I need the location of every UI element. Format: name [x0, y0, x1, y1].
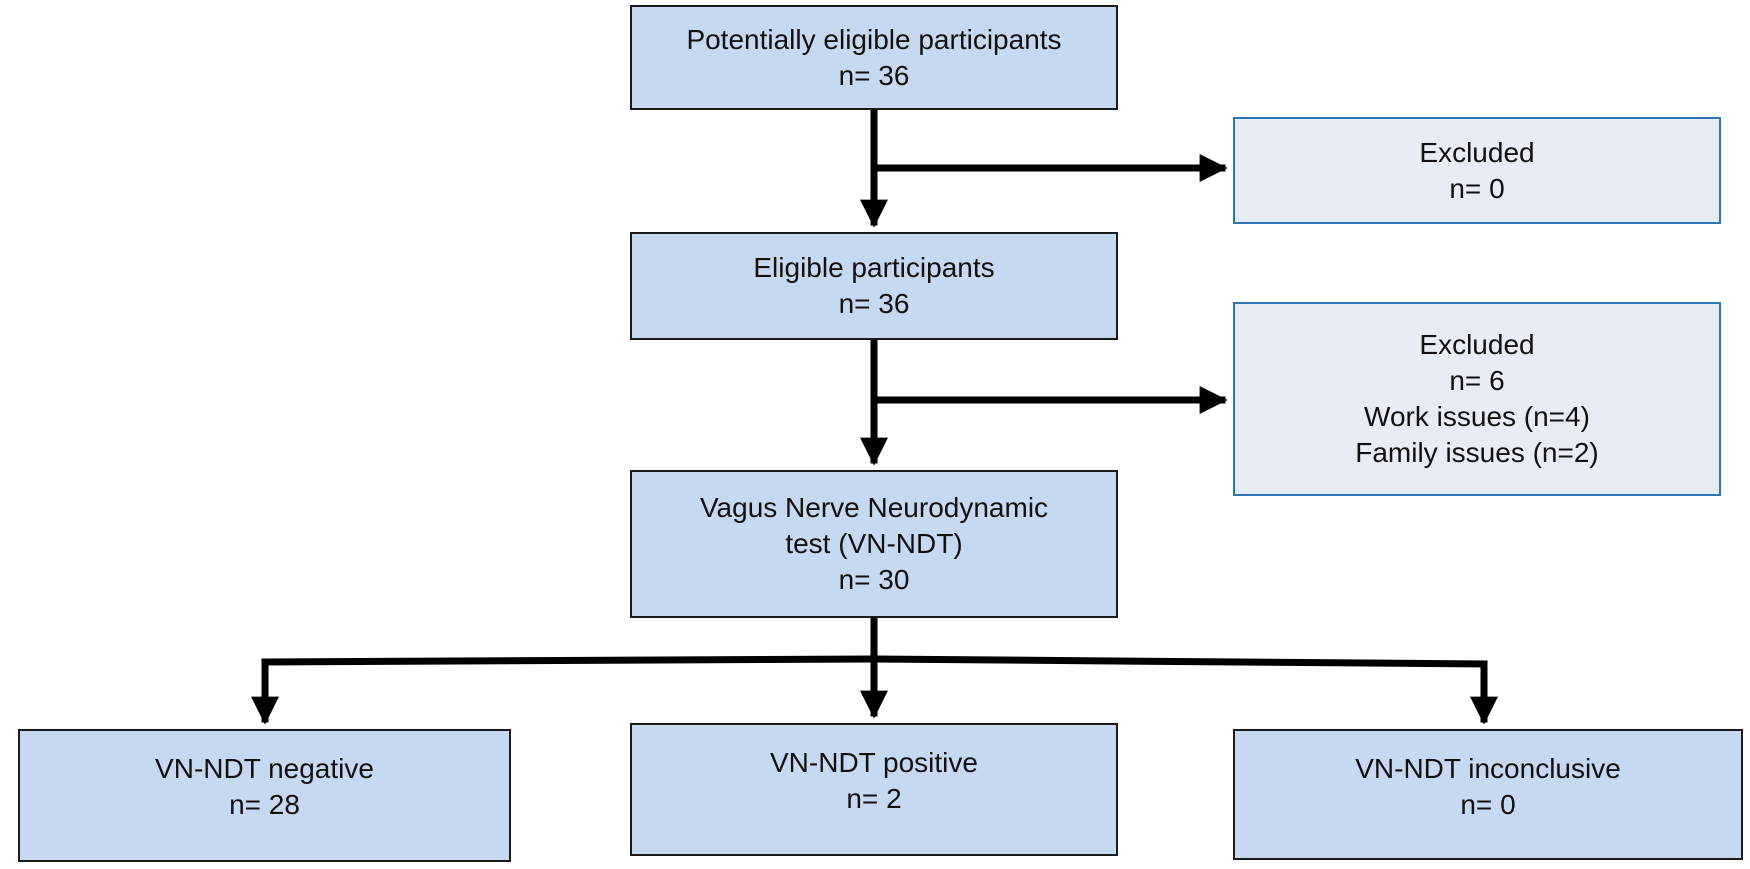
box-count: n= 0 — [1449, 172, 1505, 204]
box-count: n= 36 — [838, 288, 910, 319]
box-label: VN-NDT negative — [155, 753, 374, 784]
box-count: n= 28 — [229, 789, 300, 820]
box-label-line-2: test (VN-NDT) — [785, 528, 963, 559]
vn-ndt-inconclusive-box: VN-NDT inconclusive n= 0 — [1233, 729, 1743, 860]
box-count: n= 0 — [1460, 789, 1516, 820]
box-label: Excluded — [1419, 136, 1535, 168]
box-label: Excluded — [1419, 329, 1535, 360]
exclusion-reason-work: Work issues (n=4) — [1364, 401, 1590, 432]
eligible-box: Eligible participants n= 36 — [630, 232, 1118, 340]
box-label: VN-NDT inconclusive — [1355, 753, 1621, 784]
box-count: n= 6 — [1449, 365, 1505, 396]
excluded-box-2: Excluded n= 6 Work issues (n=4) Family i… — [1233, 302, 1721, 496]
box-label: VN-NDT positive — [770, 747, 978, 778]
vn-ndt-positive-box: VN-NDT positive n= 2 — [630, 723, 1118, 856]
vn-ndt-negative-box: VN-NDT negative n= 28 — [18, 729, 511, 862]
exclusion-reason-family: Family issues (n=2) — [1355, 437, 1599, 468]
box-label: Eligible participants — [753, 252, 995, 283]
box-count: n= 2 — [846, 783, 902, 814]
box-label-line-1: Vagus Nerve Neurodynamic — [699, 492, 1049, 523]
box-count: n= 30 — [838, 564, 910, 595]
box-count: n= 36 — [838, 59, 910, 91]
box-label: Potentially eligible participants — [686, 23, 1062, 55]
potentially-eligible-box: Potentially eligible participants n= 36 — [630, 5, 1118, 110]
excluded-box-1: Excluded n= 0 — [1233, 117, 1721, 224]
vn-ndt-box: Vagus Nerve Neurodynamic test (VN-NDT) n… — [630, 470, 1118, 618]
